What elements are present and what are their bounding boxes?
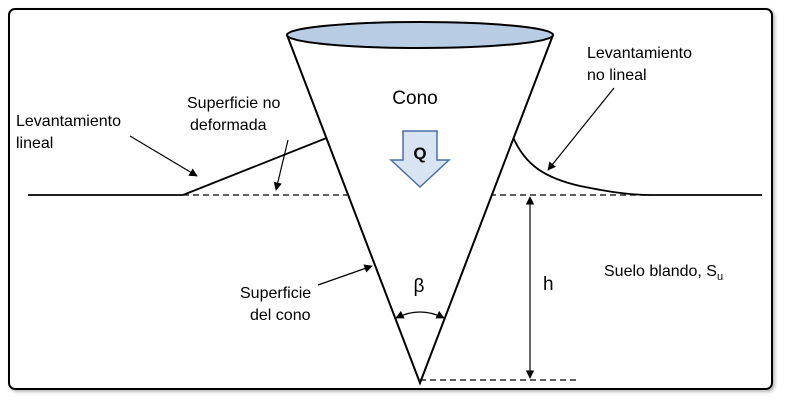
undeformed-surface-pointer (273, 139, 289, 191)
linear-heave-label-line1: Levantamiento (16, 113, 121, 130)
linear-heave-label-line2: lineal (16, 135, 53, 152)
nonlinear-heave-curve (512, 136, 652, 196)
cone-surface-label-line2: del cono (250, 307, 311, 324)
nonlinear-heave-label-line1: Levantamiento (587, 45, 692, 62)
soil-label-subscript: u (717, 271, 723, 283)
nonlinear-heave-pointer (547, 87, 615, 171)
cone-surface-label: Superficie del cono (240, 285, 316, 324)
depth-label: h (543, 274, 554, 295)
undeformed-surface-label-line1: Superficie no (187, 95, 280, 112)
undeformed-surface-label: Superficie no deformada (187, 95, 285, 134)
cone-surface-pointer (317, 264, 373, 286)
load-arrow (389, 130, 451, 189)
nonlinear-heave-label: Levantamiento no lineal (587, 45, 696, 84)
undeformed-surface-label-line2: deformada (190, 117, 267, 134)
linear-heave-line (182, 136, 330, 196)
cone-label: Cono (392, 88, 437, 109)
load-label: Q (413, 144, 426, 163)
cone-top (286, 21, 554, 49)
nonlinear-heave-label-line2: no lineal (587, 67, 647, 84)
cone-surface-label-line1: Superficie (240, 285, 311, 302)
soil-label-main: Suelo blando, S (604, 263, 717, 280)
angle-label: β (414, 276, 425, 297)
linear-heave-pointer (129, 135, 198, 177)
cone-body (286, 34, 554, 386)
soil-label: Suelo blando, Su (604, 263, 723, 283)
linear-heave-label: Levantamiento lineal (16, 113, 125, 152)
angle-arc (395, 310, 445, 319)
